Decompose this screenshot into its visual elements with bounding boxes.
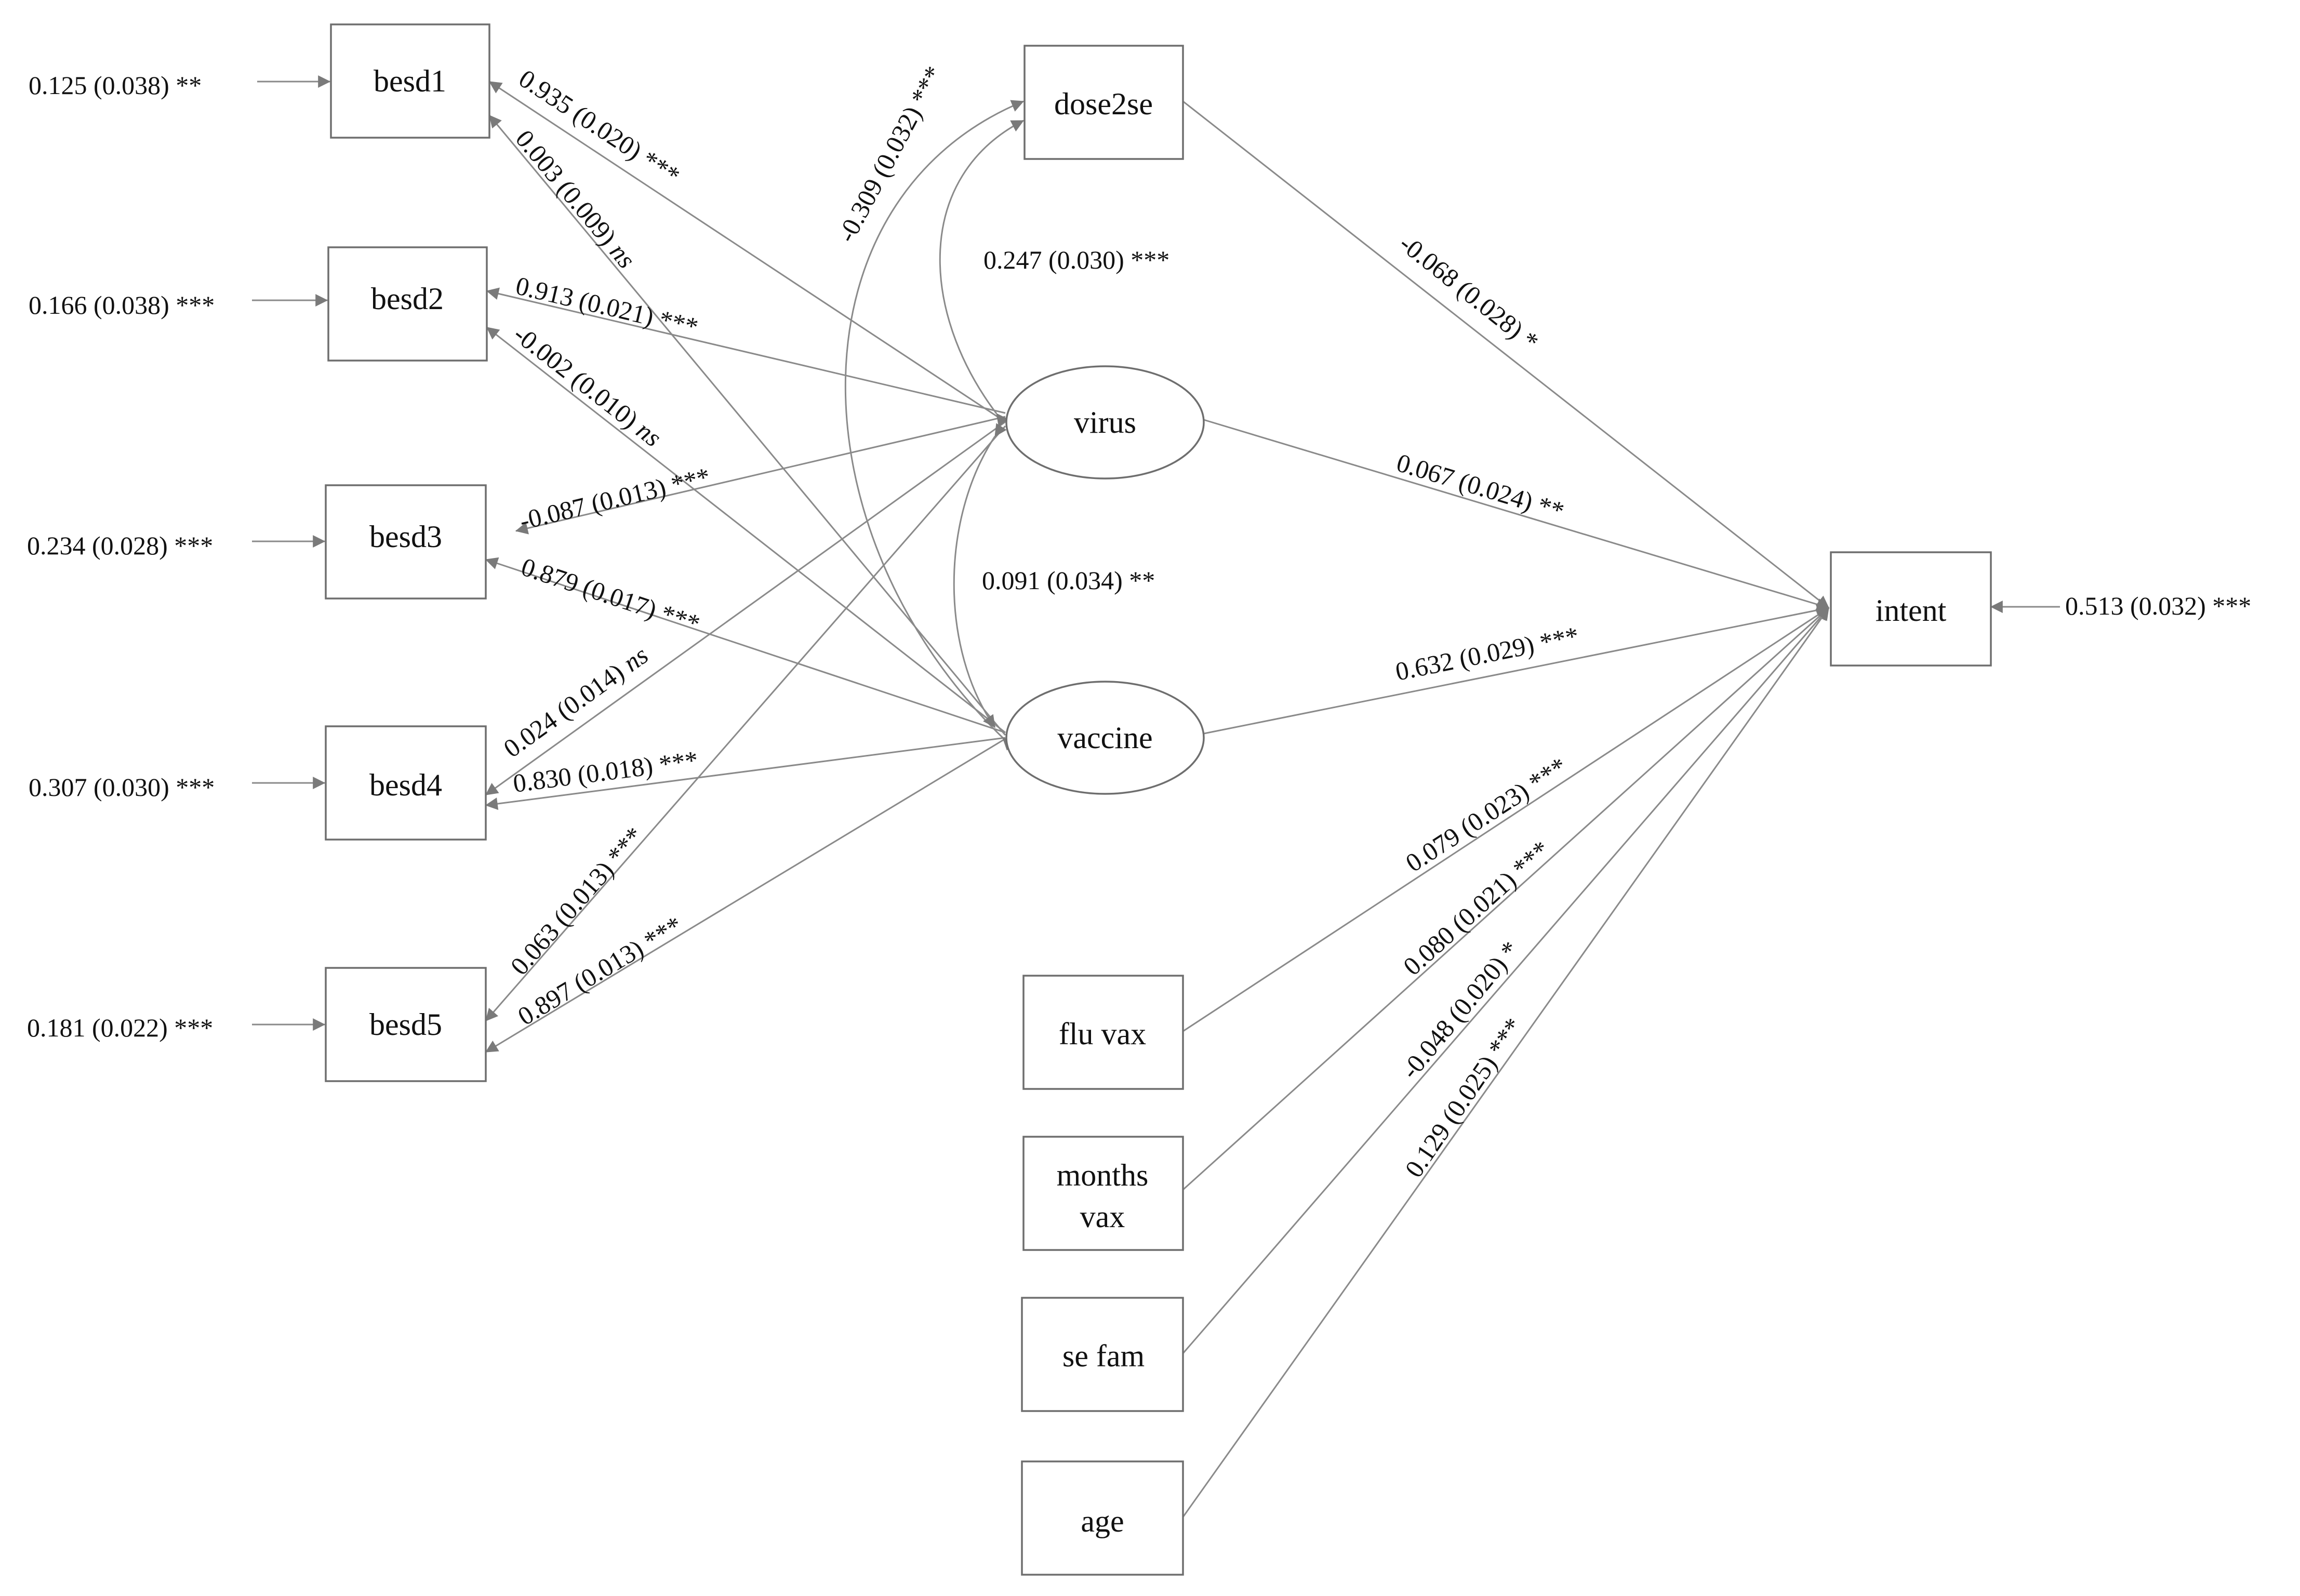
loading-arrow-virus-besd5 xyxy=(485,425,1006,1021)
residual-label-besd4: 0.307 (0.030) *** xyxy=(29,773,215,802)
loading-labels: 0.935 (0.020) *** 0.003 (0.009) ns 0.913… xyxy=(498,63,713,1031)
path-arrow-fluvax-intent xyxy=(1182,607,1830,1032)
covariance-arc-vaccine-dose2se xyxy=(845,100,1025,751)
path-label-virus-intent: 0.067 (0.024) ** xyxy=(1393,448,1567,526)
node-label-flu-vax: flu vax xyxy=(1059,1017,1146,1051)
loading-arrow-virus-besd1 xyxy=(488,81,1006,423)
residual-labels: 0.125 (0.038) ** 0.166 (0.038) *** 0.234… xyxy=(27,71,2251,1042)
node-label-besd3: besd3 xyxy=(369,520,442,554)
latent-nodes: virus vaccine xyxy=(1005,365,1205,795)
node-label-besd1: besd1 xyxy=(374,64,446,98)
residual-label-intent: 0.513 (0.032) *** xyxy=(2065,591,2251,620)
loading-arrows xyxy=(485,81,1006,1053)
node-label-months-vax-line2: vax xyxy=(1080,1200,1125,1234)
node-label-intent: intent xyxy=(1876,593,1947,628)
loading-arrow-virus-besd3 xyxy=(515,416,1006,535)
path-arrow-age-intent xyxy=(1182,607,1830,1518)
node-label-virus: virus xyxy=(1074,405,1136,440)
loading-label-vaccine-besd3: 0.879 (0.017) *** xyxy=(518,552,704,639)
path-arrow-vaccine-intent xyxy=(1203,604,1830,735)
residual-label-besd2: 0.166 (0.038) *** xyxy=(29,290,215,320)
residual-label-besd5: 0.181 (0.022) *** xyxy=(27,1013,213,1042)
path-arrow-monthsvax-intent xyxy=(1182,607,1830,1191)
loading-arrow-virus-besd2 xyxy=(486,287,1006,414)
node-besd4: besd4 xyxy=(325,725,487,841)
node-flu-vax: flu vax xyxy=(1022,975,1184,1090)
node-intent: intent xyxy=(1830,551,1992,667)
covariance-arc-virus-vaccine xyxy=(953,423,1007,728)
node-label-age: age xyxy=(1081,1504,1124,1538)
indicator-nodes: besd1 besd2 besd3 besd4 besd5 xyxy=(325,23,490,1082)
node-besd1: besd1 xyxy=(330,23,490,139)
path-arrow-virus-intent xyxy=(1203,419,1830,610)
covariance-label-virus-vaccine: 0.091 (0.034) ** xyxy=(982,566,1155,595)
node-label-besd2: besd2 xyxy=(371,282,444,316)
path-labels: -0.068 (0.028) * 0.067 (0.024) ** 0.632 … xyxy=(1393,229,1581,1182)
observed-nodes: dose2se intent flu vax months vax se fam… xyxy=(1021,45,1992,1576)
regression-arrows xyxy=(1182,100,1830,1518)
node-label-vaccine: vaccine xyxy=(1057,721,1152,755)
path-arrow-sefam-intent xyxy=(1182,607,1830,1354)
node-months-vax: months vax xyxy=(1022,1136,1184,1251)
residual-label-besd1: 0.125 (0.038) ** xyxy=(29,71,202,100)
residual-arrows xyxy=(252,75,2060,1031)
loading-arrow-virus-besd4 xyxy=(485,421,1006,796)
loading-label-vaccine-besd2: -0.002 (0.010) ns xyxy=(508,320,667,453)
loading-label-virus-besd3: -0.087 (0.013) *** xyxy=(516,462,713,536)
loading-arrow-vaccine-besd1 xyxy=(488,115,1006,736)
node-virus: virus xyxy=(1005,365,1205,480)
node-dose2se: dose2se xyxy=(1023,45,1184,160)
node-label-months-vax-line1: months xyxy=(1057,1158,1149,1192)
path-arrow-dose2se-intent xyxy=(1182,100,1829,609)
covariance-label-vaccine-dose2se: -0.309 (0.032) *** xyxy=(831,61,948,247)
node-besd3: besd3 xyxy=(325,484,487,600)
node-se-fam: se fam xyxy=(1021,1297,1184,1412)
node-age: age xyxy=(1021,1460,1184,1576)
node-vaccine: vaccine xyxy=(1005,681,1205,795)
node-besd5: besd5 xyxy=(325,967,487,1082)
node-label-besd4: besd4 xyxy=(369,768,442,802)
loading-arrow-vaccine-besd2 xyxy=(486,326,1006,734)
loading-arrow-vaccine-besd3 xyxy=(485,557,1006,734)
node-besd2: besd2 xyxy=(327,246,488,362)
residual-label-besd3: 0.234 (0.028) *** xyxy=(27,531,213,560)
node-label-se-fam: se fam xyxy=(1062,1339,1145,1373)
covariance-arc-virus-dose2se xyxy=(939,119,1025,427)
node-label-besd5: besd5 xyxy=(369,1007,442,1042)
loading-label-virus-besd4: 0.024 (0.014) ns xyxy=(498,640,654,763)
covariance-label-virus-dose2se: 0.247 (0.030) *** xyxy=(983,245,1169,274)
loading-arrow-vaccine-besd4 xyxy=(485,737,1006,810)
node-label-dose2se: dose2se xyxy=(1054,87,1153,121)
covariance-arcs xyxy=(845,100,1025,751)
loading-arrow-vaccine-besd5 xyxy=(485,738,1006,1053)
path-label-dose2se-intent: -0.068 (0.028) * xyxy=(1394,229,1544,356)
